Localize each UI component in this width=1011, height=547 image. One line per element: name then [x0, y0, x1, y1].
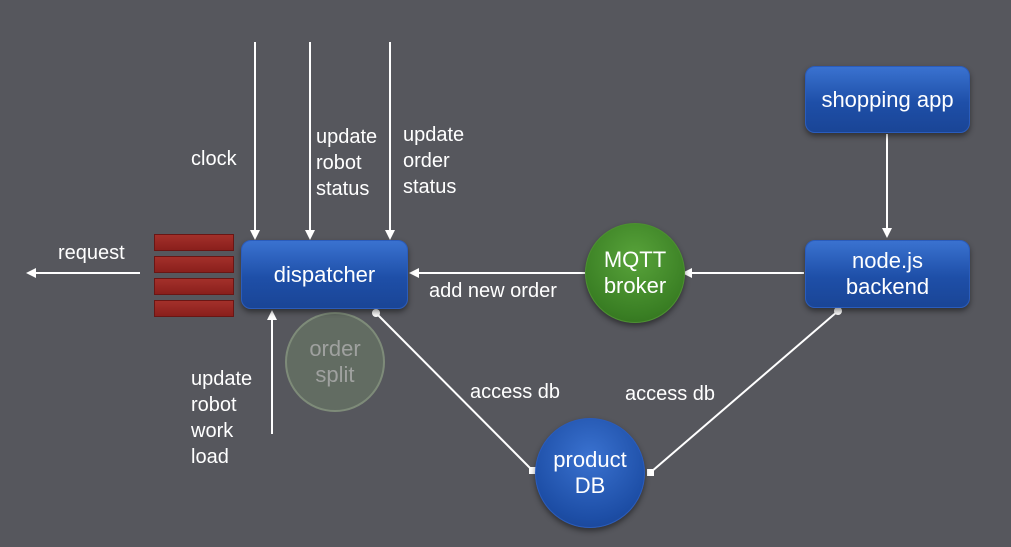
queue-slot	[154, 256, 234, 273]
queue-slot	[154, 234, 234, 251]
request-label: request	[58, 242, 125, 264]
clock-label: clock	[191, 148, 237, 170]
access-db-left-label: access db	[470, 381, 561, 403]
backend-db-connector	[650, 310, 839, 473]
access-db-right-label: access db	[625, 383, 716, 405]
dispatcher-node: dispatcher	[241, 240, 408, 309]
order-split-node: order split	[285, 312, 385, 412]
dispatcher-db-connector	[375, 312, 533, 471]
queue-slot	[154, 278, 234, 295]
update-robot-work-load-label: update robot work load	[191, 368, 253, 468]
update-robot-status-label: update robot status	[316, 126, 378, 200]
queue-slot	[154, 300, 234, 317]
backend-node: node.js backend	[805, 240, 970, 308]
db-right-square	[647, 469, 654, 476]
add-new-order-label: add new order	[429, 280, 557, 302]
shopping-app-node: shopping app	[805, 66, 970, 133]
product-db-node: product DB	[535, 418, 645, 528]
update-order-status-label: update order status	[403, 124, 465, 198]
mqtt-broker-node: MQTT broker	[585, 223, 685, 323]
dispatcher-db-dot	[372, 309, 380, 317]
backend-db-dot	[834, 307, 842, 315]
request-queue	[154, 234, 234, 318]
db-left-square	[529, 467, 536, 474]
